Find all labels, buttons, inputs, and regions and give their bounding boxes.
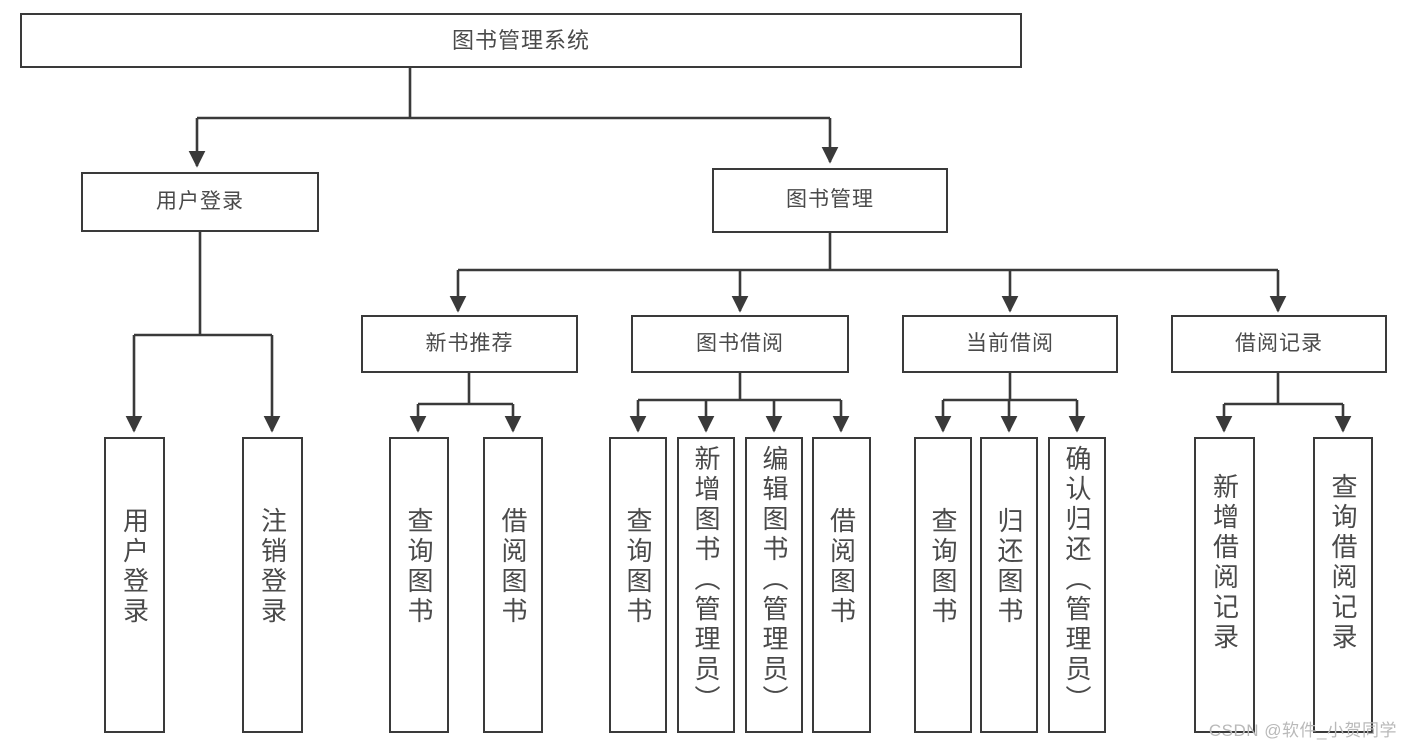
leaf-add-book[interactable]: 新增图书（管理员） bbox=[677, 437, 735, 733]
leaf-confirm-return-label: 确认归还（管理员） bbox=[1062, 445, 1092, 715]
node-current-borrow-label: 当前借阅 bbox=[966, 331, 1054, 355]
node-root[interactable]: 图书管理系统 bbox=[20, 13, 1022, 68]
leaf-query-book-2[interactable]: 查询图书 bbox=[609, 437, 667, 733]
node-book-management-label: 图书管理 bbox=[786, 188, 874, 212]
leaf-query-book-1[interactable]: 查询图书 bbox=[389, 437, 449, 733]
leaf-add-book-label: 新增图书（管理员） bbox=[691, 445, 721, 715]
leaf-query-book-2-label: 查询图书 bbox=[623, 507, 653, 627]
leaf-return-book[interactable]: 归还图书 bbox=[980, 437, 1038, 733]
leaf-add-record-label: 新增借阅记录 bbox=[1209, 473, 1240, 653]
node-borrow-record[interactable]: 借阅记录 bbox=[1171, 315, 1387, 373]
csdn-watermark: CSDN @软件_小贺同学 bbox=[1208, 721, 1397, 740]
node-user-login[interactable]: 用户登录 bbox=[81, 172, 319, 232]
leaf-user-login[interactable]: 用户登录 bbox=[104, 437, 165, 733]
node-borrow-record-label: 借阅记录 bbox=[1235, 331, 1323, 355]
leaf-edit-book-label: 编辑图书（管理员） bbox=[759, 445, 789, 715]
leaf-add-record[interactable]: 新增借阅记录 bbox=[1194, 437, 1255, 733]
leaf-borrow-book-2-label: 借阅图书 bbox=[826, 507, 857, 627]
leaf-query-book-1-label: 查询图书 bbox=[404, 507, 434, 627]
leaf-logout[interactable]: 注销登录 bbox=[242, 437, 303, 733]
leaf-query-book-3-label: 查询图书 bbox=[928, 507, 958, 627]
node-book-management[interactable]: 图书管理 bbox=[712, 168, 948, 233]
leaf-edit-book[interactable]: 编辑图书（管理员） bbox=[745, 437, 803, 733]
leaf-return-book-label: 归还图书 bbox=[994, 507, 1024, 627]
leaf-query-record-label: 查询借阅记录 bbox=[1328, 473, 1358, 653]
leaf-confirm-return[interactable]: 确认归还（管理员） bbox=[1048, 437, 1106, 733]
leaf-user-login-label: 用户登录 bbox=[119, 507, 150, 627]
leaf-borrow-book-1[interactable]: 借阅图书 bbox=[483, 437, 543, 733]
leaf-borrow-book-2[interactable]: 借阅图书 bbox=[812, 437, 871, 733]
node-user-login-label: 用户登录 bbox=[156, 189, 244, 213]
node-root-label: 图书管理系统 bbox=[451, 27, 590, 53]
node-new-book-recommend[interactable]: 新书推荐 bbox=[361, 315, 578, 373]
leaf-logout-label: 注销登录 bbox=[257, 507, 288, 627]
leaf-query-record[interactable]: 查询借阅记录 bbox=[1313, 437, 1373, 733]
node-book-borrow[interactable]: 图书借阅 bbox=[631, 315, 849, 373]
node-book-borrow-label: 图书借阅 bbox=[696, 331, 784, 355]
node-current-borrow[interactable]: 当前借阅 bbox=[902, 315, 1118, 373]
leaf-query-book-3[interactable]: 查询图书 bbox=[914, 437, 972, 733]
leaf-borrow-book-1-label: 借阅图书 bbox=[498, 507, 528, 627]
node-new-book-recommend-label: 新书推荐 bbox=[425, 331, 514, 355]
